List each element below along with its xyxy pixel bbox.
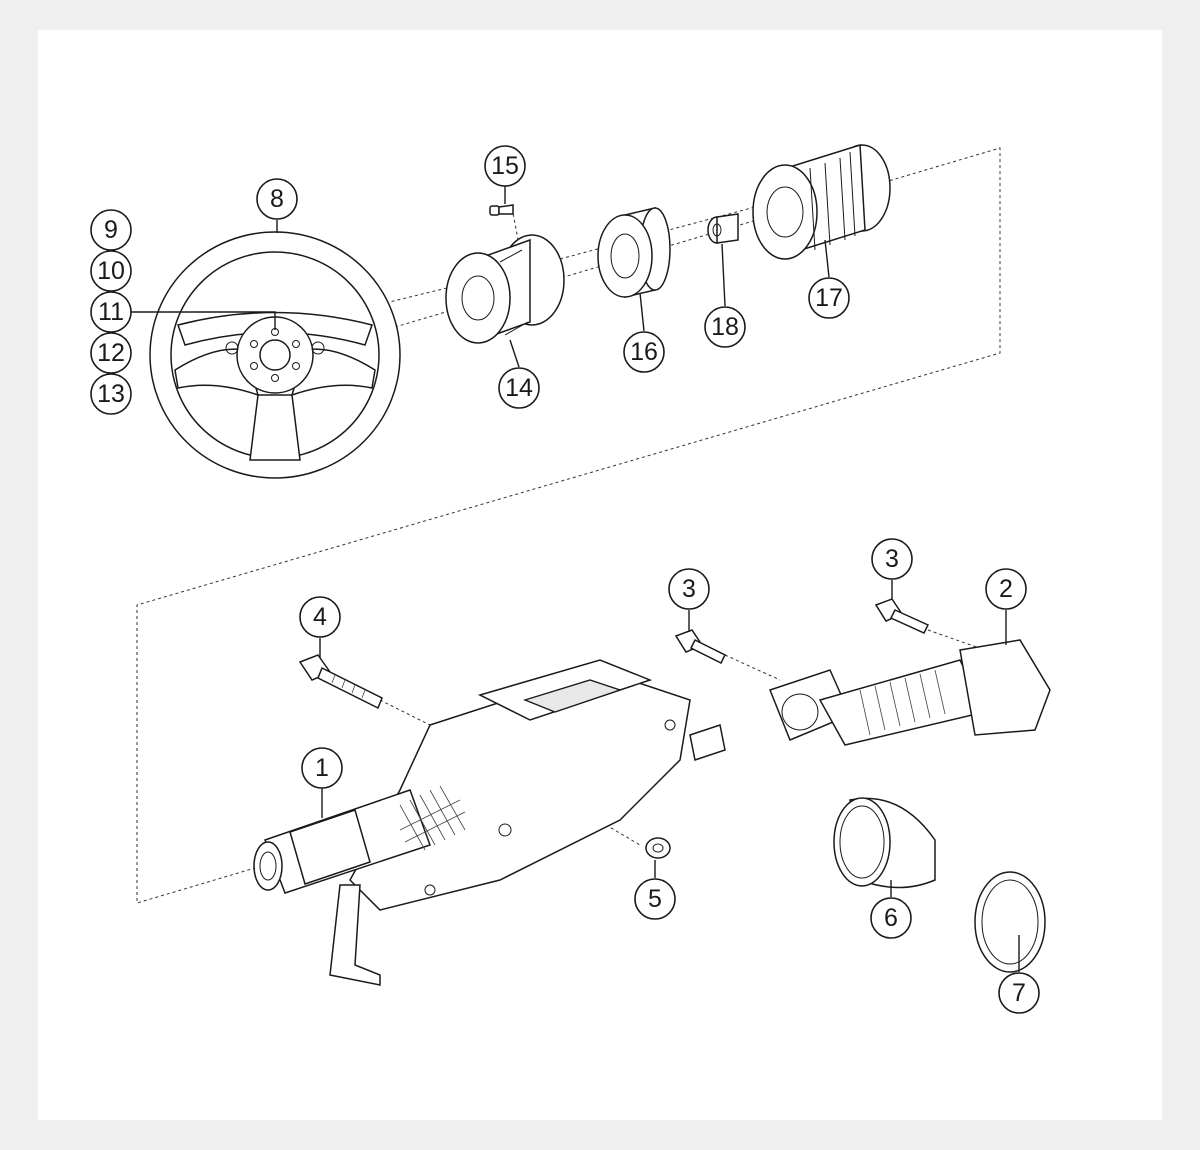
nut-5 [645,837,671,859]
callout-13: 13 [90,373,132,415]
callout-15: 15 [484,145,526,187]
svg-text:18: 18 [711,313,739,341]
diagram-sheet [38,30,1162,1120]
svg-text:2: 2 [999,575,1013,603]
leader-14 [509,339,520,368]
svg-text:8: 8 [270,185,284,213]
callout-5: 5 [634,878,676,920]
svg-text:12: 12 [97,339,125,367]
alignment-line-hub [274,194,801,331]
svg-text:16: 16 [630,338,658,366]
svg-text:15: 15 [491,152,519,180]
callout-3-right: 3 [871,538,913,580]
svg-text:1: 1 [315,754,329,782]
callout-14: 14 [498,367,540,409]
callout-2: 2 [985,568,1027,610]
callout-3-left: 3 [668,568,710,610]
callout-17: 17 [808,277,850,319]
leader-18 [721,243,726,307]
svg-text:11: 11 [98,298,124,326]
callout-18: 18 [704,306,746,348]
svg-text:6: 6 [884,904,898,932]
callout-10: 10 [90,250,132,292]
callout-7: 7 [998,972,1040,1014]
svg-text:14: 14 [505,374,533,402]
callout-12: 12 [90,332,132,374]
callout-4: 4 [299,596,341,638]
steering-wheel [149,231,401,479]
callout-16: 16 [623,331,665,373]
spacer-ring [597,207,671,298]
svg-text:5: 5 [648,885,662,913]
bolt-3-right [874,598,930,634]
steering-column [253,659,726,986]
callout-11: 11 [90,291,132,333]
leader-16 [639,292,645,332]
svg-text:3: 3 [682,575,696,603]
intermediate-shaft [769,639,1051,746]
leader-17 [824,239,830,278]
svg-text:17: 17 [815,284,843,312]
bolt-3-left [674,629,727,665]
svg-text:3: 3 [885,545,899,573]
callout-1: 1 [301,747,343,789]
hub-adapter [445,234,565,344]
alignment-line-screw-15 [511,207,521,251]
boot-6 [833,797,936,889]
hub-extension [752,143,891,260]
callout-8: 8 [256,178,298,220]
seal-7 [974,871,1046,973]
assembly-boundary-line [136,147,1001,904]
alignment-line-bolt-3a [724,654,781,681]
screw-15 [489,204,514,216]
bolt-4 [298,654,383,710]
leader-11 [131,311,276,330]
svg-text:13: 13 [97,380,125,408]
callout-9: 9 [90,209,132,251]
svg-text:10: 10 [97,257,125,285]
washer-18 [707,213,739,244]
svg-text:9: 9 [104,216,118,244]
svg-text:7: 7 [1012,979,1026,1007]
svg-text:4: 4 [313,603,327,631]
callout-6: 6 [870,897,912,939]
